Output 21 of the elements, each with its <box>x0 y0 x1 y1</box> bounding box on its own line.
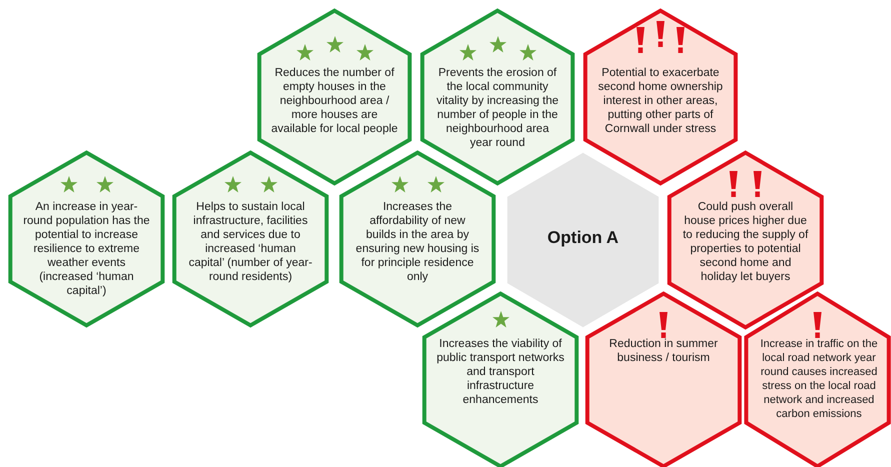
benefit-text: Increases the affordability of new builds in the area by ensuring new housing is for principle residence only <box>354 200 480 284</box>
benefit-hexagon <box>257 8 412 186</box>
option-hexagon <box>505 150 661 330</box>
benefit-text: Helps to sustain local infrastructure, facilities and services due to increased ‘human capital’ (number of year-round residents) <box>188 200 314 284</box>
benefit-text: Reduces the number of empty houses in the neighbourhood area / more houses are available for local people <box>270 66 398 136</box>
benefit-hexagon <box>422 291 579 467</box>
risk-text: Increase in traffic on the local road network year round causes increased stress on the local road network and increased carbon emissions <box>759 337 879 421</box>
benefit-text: Increases the viability of public transport networks and transport infrastructure enhancements <box>436 337 565 407</box>
benefit-text: An increase in year-round population has the potential to increase resilience to extreme weather events (increased ‘human capital’) <box>22 200 151 298</box>
risk-hexagon <box>585 291 742 467</box>
benefit-hexagon <box>172 150 329 328</box>
benefit-text: Prevents the erosion of the local community vitality by increasing the number of people in the neighbourhood area year round <box>435 66 560 150</box>
benefit-hexagon <box>420 8 575 186</box>
risk-text: Reduction in summer business / tourism <box>608 337 719 365</box>
risk-text: Potential to exacerbate second home ownership interest in other areas, putting other parts of Cornwall under stress <box>597 66 724 136</box>
benefit-hexagon <box>339 150 496 328</box>
risk-text: Could push overall house prices higher due to reducing the supply of properties to potential second home and holiday let buyers <box>682 200 810 284</box>
risk-hexagon <box>583 8 738 186</box>
option-title: Option A <box>546 228 620 248</box>
benefit-hexagon <box>8 150 165 328</box>
risk-hexagon <box>744 291 891 467</box>
